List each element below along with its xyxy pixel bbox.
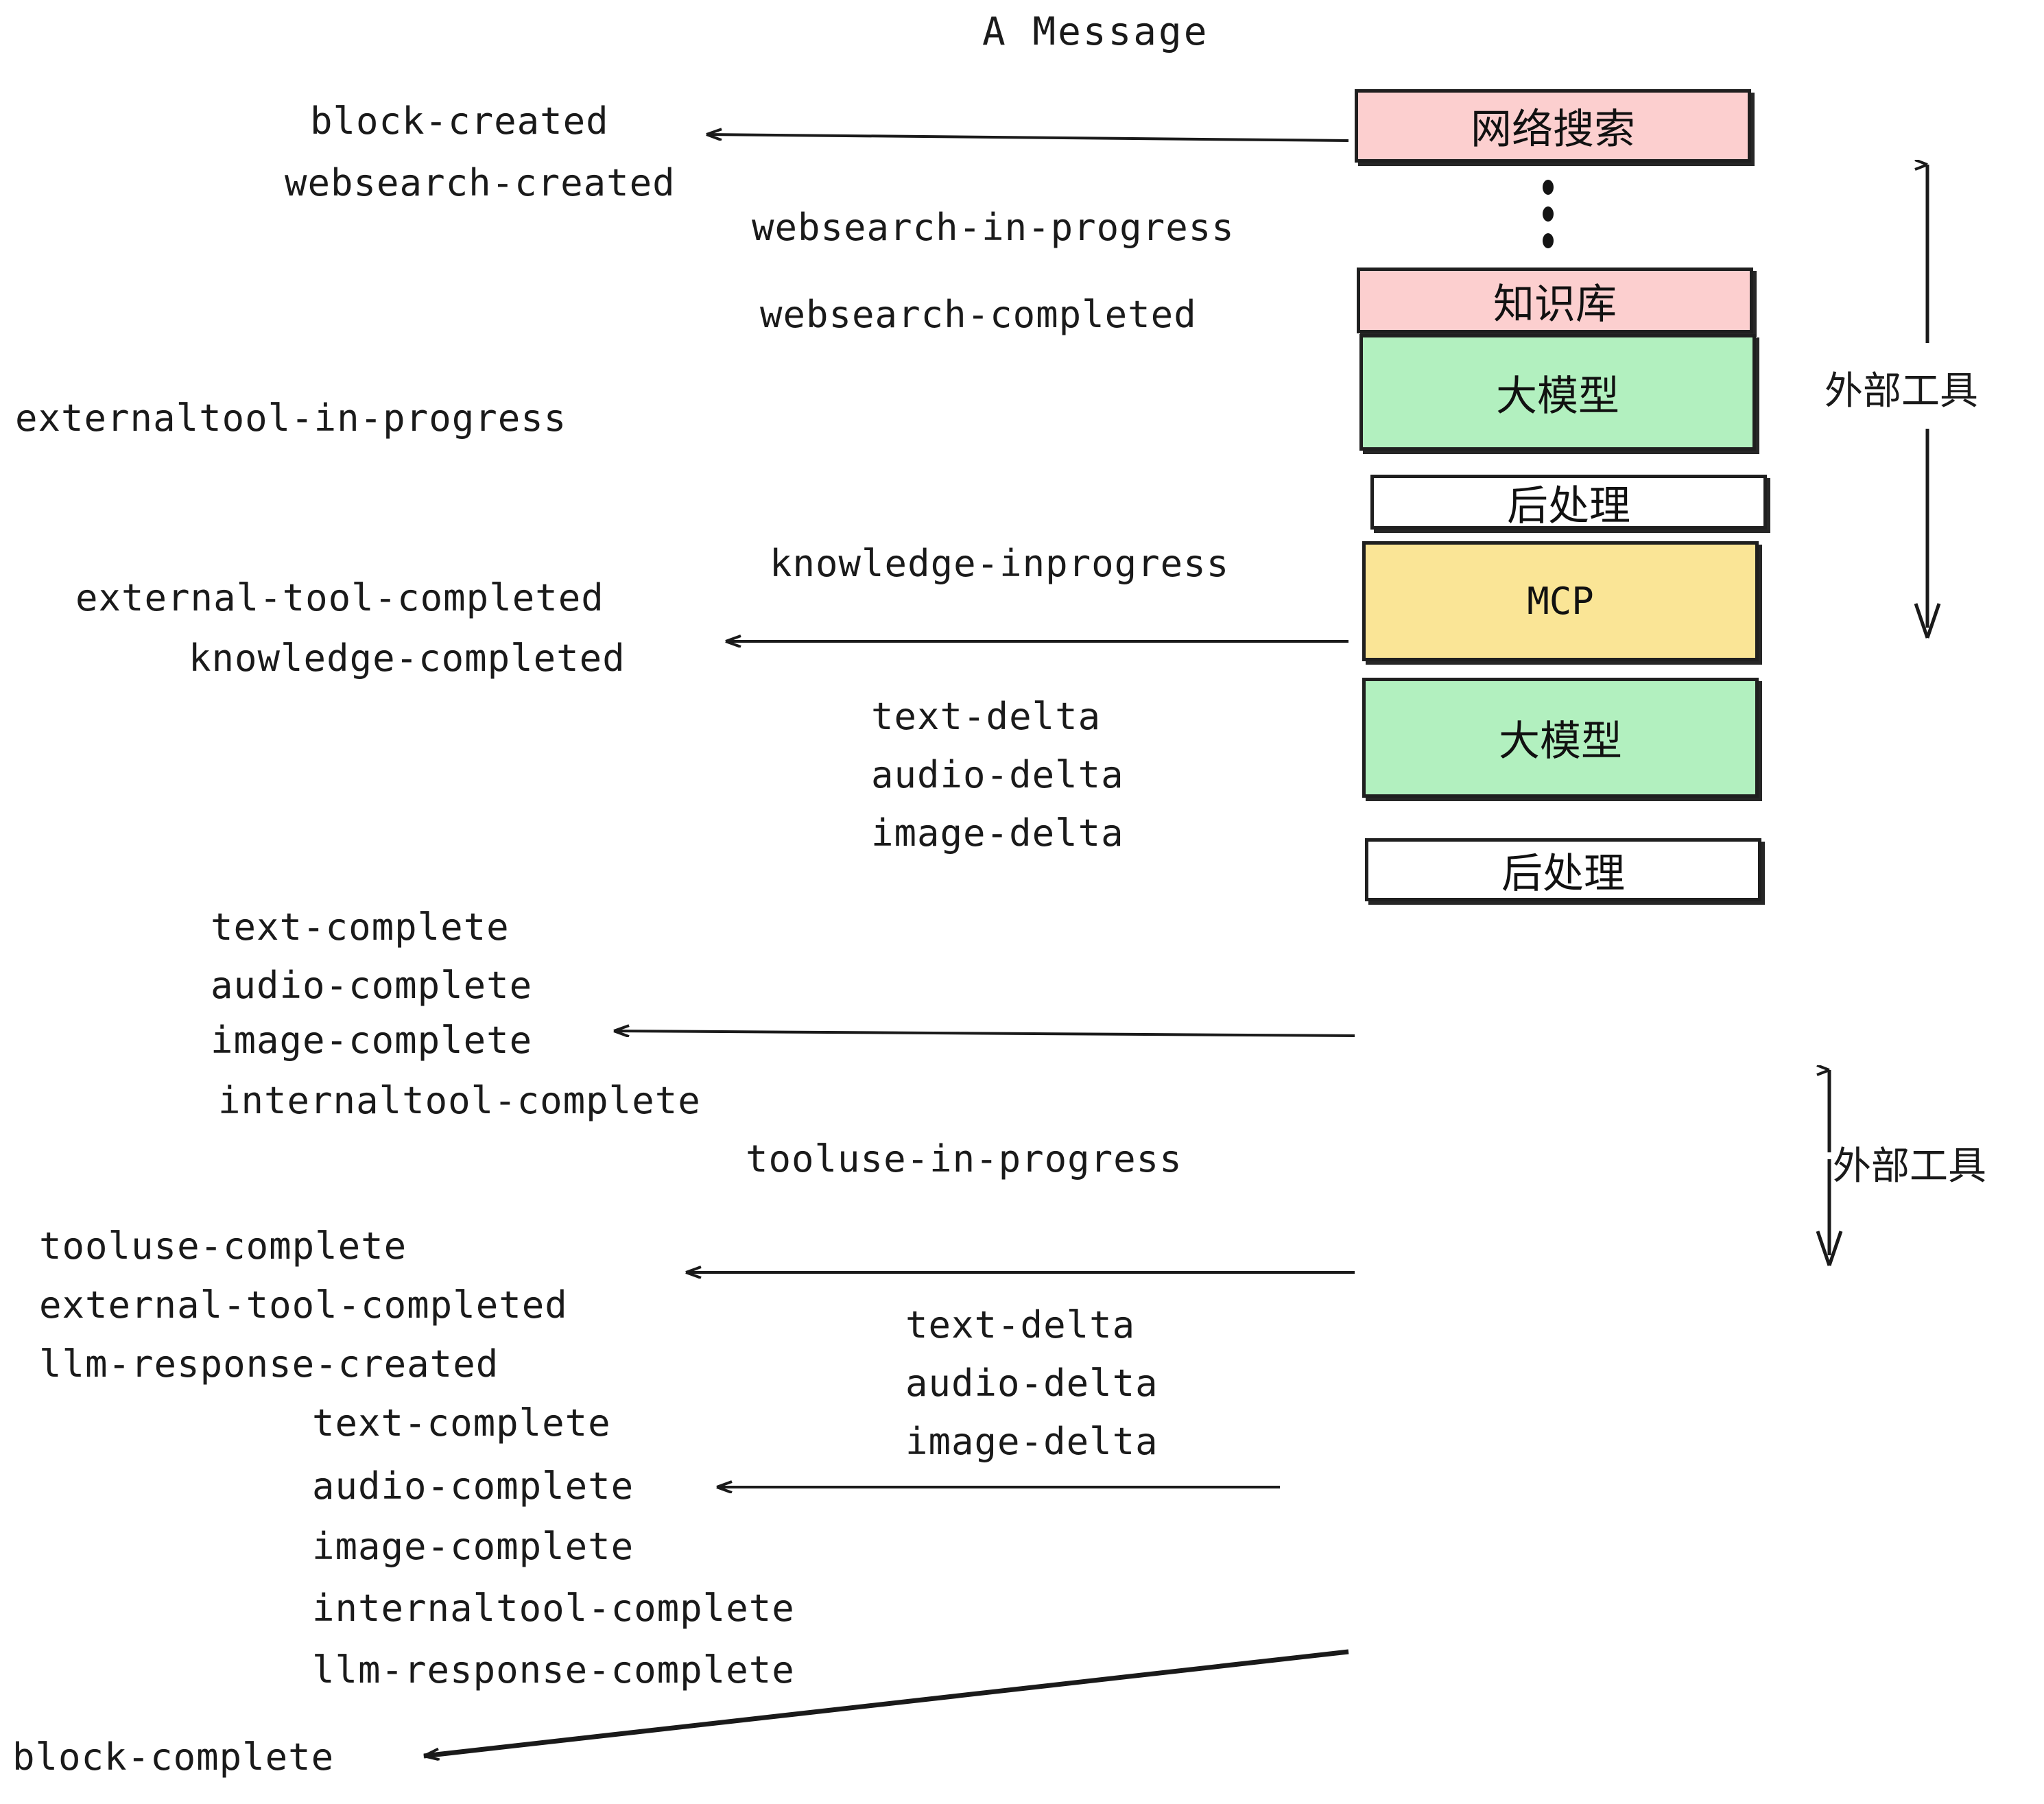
- ellipsis-dot: [1543, 180, 1554, 195]
- event-audio-delta-2: audio-delta: [905, 1362, 1158, 1405]
- event-llm-response-created: llm-response-created: [39, 1342, 499, 1386]
- bracket-external-tools-top-arrowhead: [1914, 603, 1941, 639]
- arrow-image-complete: [614, 1031, 1355, 1036]
- node-mcp: MCP: [1362, 541, 1759, 661]
- event-external-tool-completed-1: external-tool-completed: [75, 576, 604, 619]
- event-image-delta-1: image-delta: [871, 811, 1124, 855]
- node-websearch-label: 网络搜索: [1471, 106, 1635, 154]
- event-audio-complete-2: audio-complete: [312, 1464, 634, 1508]
- event-llm-response-complete: llm-response-complete: [312, 1648, 795, 1692]
- event-websearch-completed: websearch-completed: [760, 293, 1197, 336]
- node-knowledge: 知识库: [1357, 268, 1753, 333]
- event-text-delta-2: text-delta: [905, 1303, 1136, 1346]
- event-text-complete-2: text-complete: [312, 1401, 611, 1445]
- event-knowledge-inprogress: knowledge-inprogress: [770, 542, 1230, 585]
- event-image-complete-2: image-complete: [312, 1525, 634, 1568]
- event-text-delta-1: text-delta: [871, 695, 1102, 738]
- node-llm-2: 大模型: [1362, 678, 1759, 798]
- event-knowledge-completed: knowledge-completed: [189, 637, 626, 680]
- bracket-label-external-tools-bottom: 外部工具: [1833, 1144, 1986, 1189]
- event-external-tool-completed-2: external-tool-completed: [39, 1283, 568, 1327]
- node-mcp-label: MCP: [1527, 580, 1594, 623]
- event-audio-delta-1: audio-delta: [871, 753, 1124, 796]
- event-tooluse-in-progress: tooluse-in-progress: [746, 1137, 1183, 1180]
- arrow-websearch-created: [706, 134, 1349, 142]
- node-llm-1: 大模型: [1359, 334, 1756, 451]
- event-tooluse-complete: tooluse-complete: [39, 1224, 407, 1268]
- ellipsis-dot: [1543, 233, 1554, 248]
- node-knowledge-label: 知识库: [1493, 280, 1617, 329]
- node-postprocess-2-label: 后处理: [1501, 849, 1625, 898]
- node-postprocess-1-label: 后处理: [1507, 482, 1630, 530]
- node-postprocess-2: 后处理: [1365, 838, 1761, 901]
- event-internaltool-complete-1: internaltool-complete: [218, 1079, 701, 1122]
- ellipsis-indicator: [1542, 180, 1554, 248]
- event-websearch-created: websearch-created: [285, 161, 676, 204]
- event-externaltool-in-progress: externaltool-in-progress: [15, 396, 567, 440]
- event-image-delta-2: image-delta: [905, 1420, 1158, 1463]
- bracket-external-tools-bottom-arrowhead: [1816, 1231, 1843, 1266]
- event-audio-complete-1: audio-complete: [211, 964, 533, 1007]
- event-block-created: block-created: [310, 99, 609, 143]
- event-block-complete: block-complete: [12, 1735, 335, 1779]
- node-postprocess-1: 后处理: [1370, 475, 1767, 530]
- node-websearch: 网络搜索: [1355, 89, 1751, 163]
- node-llm-1-label: 大模型: [1496, 372, 1619, 420]
- event-internaltool-complete-2: internaltool-complete: [312, 1587, 795, 1630]
- node-llm-2-label: 大模型: [1499, 717, 1622, 765]
- ellipsis-dot: [1543, 206, 1554, 222]
- event-image-complete-1: image-complete: [211, 1019, 533, 1062]
- diagram-title: A Message: [982, 10, 1209, 54]
- event-text-complete-1: text-complete: [211, 905, 510, 949]
- event-websearch-in-progress: websearch-in-progress: [752, 206, 1235, 249]
- bracket-label-external-tools-top: 外部工具: [1825, 369, 1978, 414]
